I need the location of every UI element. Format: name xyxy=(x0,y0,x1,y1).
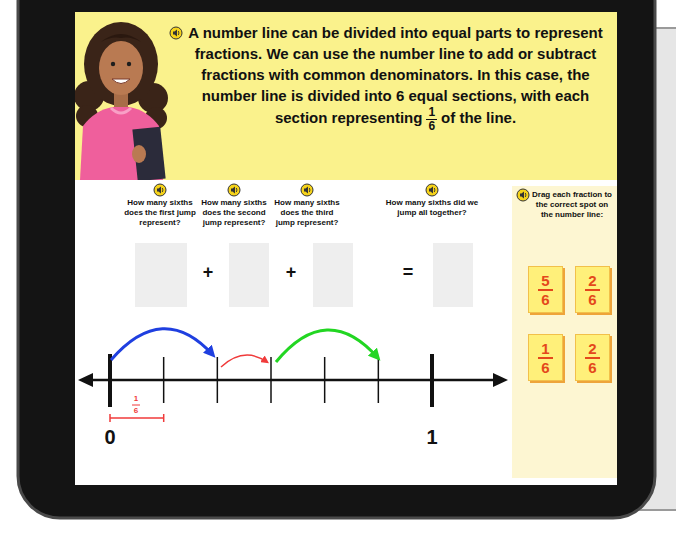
fraction-denominator: 6 xyxy=(585,291,599,308)
fraction-denominator: 6 xyxy=(585,359,599,376)
question-label: How many sixths does the first jump repr… xyxy=(123,198,197,228)
number-line-value: 0 xyxy=(98,426,122,448)
tablet-screen xyxy=(75,12,617,485)
answer-box xyxy=(135,243,187,307)
question-label: How many sixths does the second jump rep… xyxy=(199,198,269,228)
jump-arc xyxy=(221,355,267,367)
speaker-icon xyxy=(301,184,313,196)
jump-arc xyxy=(276,330,378,362)
banner-text: A number line can be divided into equal … xyxy=(188,24,603,126)
fraction-tile: 26 xyxy=(575,334,610,381)
speaker-icon xyxy=(170,27,182,39)
answer-box xyxy=(313,243,353,307)
tablet-frame xyxy=(18,0,655,518)
operator-sign: = xyxy=(398,262,418,282)
banner-text: of the line. xyxy=(441,109,516,126)
fraction-numerator: 1 xyxy=(426,106,437,120)
question-label: How many sixths did we jump all together… xyxy=(377,198,487,218)
girl-photo xyxy=(75,22,168,180)
fraction-tile: 26 xyxy=(575,266,610,313)
fraction-denominator: 6 xyxy=(538,291,552,308)
fraction-denominator: 6 xyxy=(426,120,437,133)
unit-fraction-numerator: 1 xyxy=(130,394,142,404)
jump-arc xyxy=(111,329,213,360)
unit-bracket xyxy=(110,414,164,422)
speaker-icon xyxy=(426,184,438,196)
fraction-numerator: 1 xyxy=(538,340,552,359)
number-line-value: 1 xyxy=(420,426,444,448)
fraction-denominator: 6 xyxy=(538,359,552,376)
operator-sign: + xyxy=(281,262,301,282)
operator-sign: + xyxy=(198,262,218,282)
fraction-numerator: 5 xyxy=(538,272,552,291)
fraction-bank: 56261626Drag each fraction to the correc… xyxy=(512,186,617,478)
speaker-icon xyxy=(154,184,166,196)
fraction-tile: 16 xyxy=(528,334,563,381)
panel-heading: Drag each fraction to the correct spot o… xyxy=(530,190,614,220)
fraction-tile: 56 xyxy=(528,266,563,313)
fraction-numerator: 2 xyxy=(585,340,599,359)
answer-box xyxy=(433,243,473,307)
number-line xyxy=(78,354,508,407)
fraction: 16 xyxy=(426,106,437,133)
speaker-icon xyxy=(228,184,240,196)
question-label: How many sixths does the third jump repr… xyxy=(271,198,343,228)
speaker-icon xyxy=(517,189,529,201)
intro-banner: A number line can be divided into equal … xyxy=(75,12,617,180)
fraction-numerator: 2 xyxy=(585,272,599,291)
fraction-bar xyxy=(132,405,140,406)
answer-box xyxy=(229,243,269,307)
unit-fraction-denominator: 6 xyxy=(130,406,142,416)
